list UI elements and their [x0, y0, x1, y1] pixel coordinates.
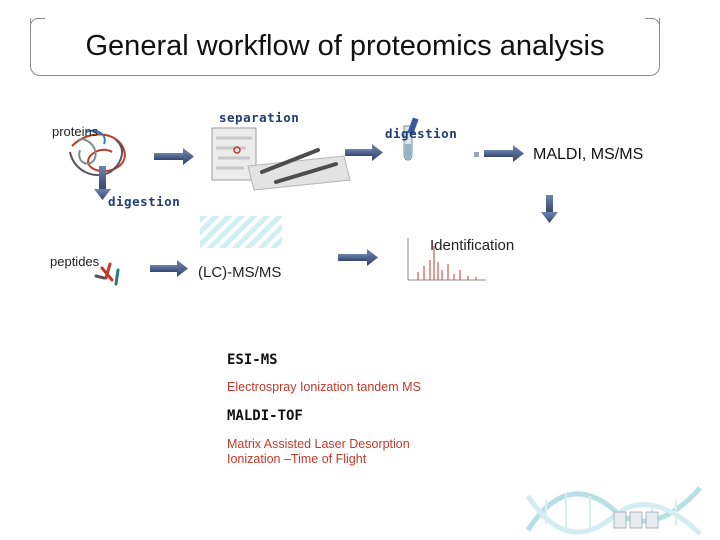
spectrum-icon [407, 238, 486, 281]
arrow-peptides-to-lc [150, 260, 188, 277]
gel-image-icon [211, 127, 257, 181]
method-description-maldi-line-2: Ionization –Time of Flight [227, 452, 367, 466]
label-peptides: peptides [50, 254, 100, 269]
dna-helix-logo [525, 486, 702, 536]
label-proteins: proteins [52, 124, 99, 139]
peptides-icon [94, 262, 120, 286]
method-description-esi: Electrospray Ionization tandem MS [227, 380, 421, 394]
column-icon [247, 148, 351, 191]
label-lc-msms: (LC)-MS/MS [198, 264, 282, 281]
arrow-lc-to-spectrum [338, 249, 378, 266]
method-description-maldi-line-1: Matrix Assisted Laser Desorption [227, 437, 410, 451]
label-separation: separation [219, 110, 300, 125]
arrow-proteins-to-separation [154, 148, 194, 165]
hatched-placeholder [200, 216, 282, 248]
label-digestion-top: digestion [385, 126, 458, 141]
arrow-down-to-identification [541, 195, 558, 223]
label-maldi-msms: MALDI, MS/MS [533, 146, 644, 163]
protein-structure-icon [69, 129, 126, 177]
method-heading-esi: ESI-MS [227, 352, 278, 368]
maldi-marker [474, 152, 479, 157]
method-description-maldi: Matrix Assisted Laser Desorption Ionizat… [227, 437, 410, 467]
title-frame [30, 18, 660, 76]
arrow-down-to-digestion [94, 166, 111, 200]
test-tube-icon [403, 117, 419, 161]
arrow-separation-to-digestion [345, 144, 383, 161]
arrow-digestion-to-maldi [484, 145, 524, 162]
method-heading-maldi: MALDI-TOF [227, 408, 303, 424]
page-title: General workflow of proteomics analysis [85, 30, 605, 62]
label-digestion-left: digestion [108, 194, 181, 209]
label-identification: Identification [430, 237, 515, 254]
